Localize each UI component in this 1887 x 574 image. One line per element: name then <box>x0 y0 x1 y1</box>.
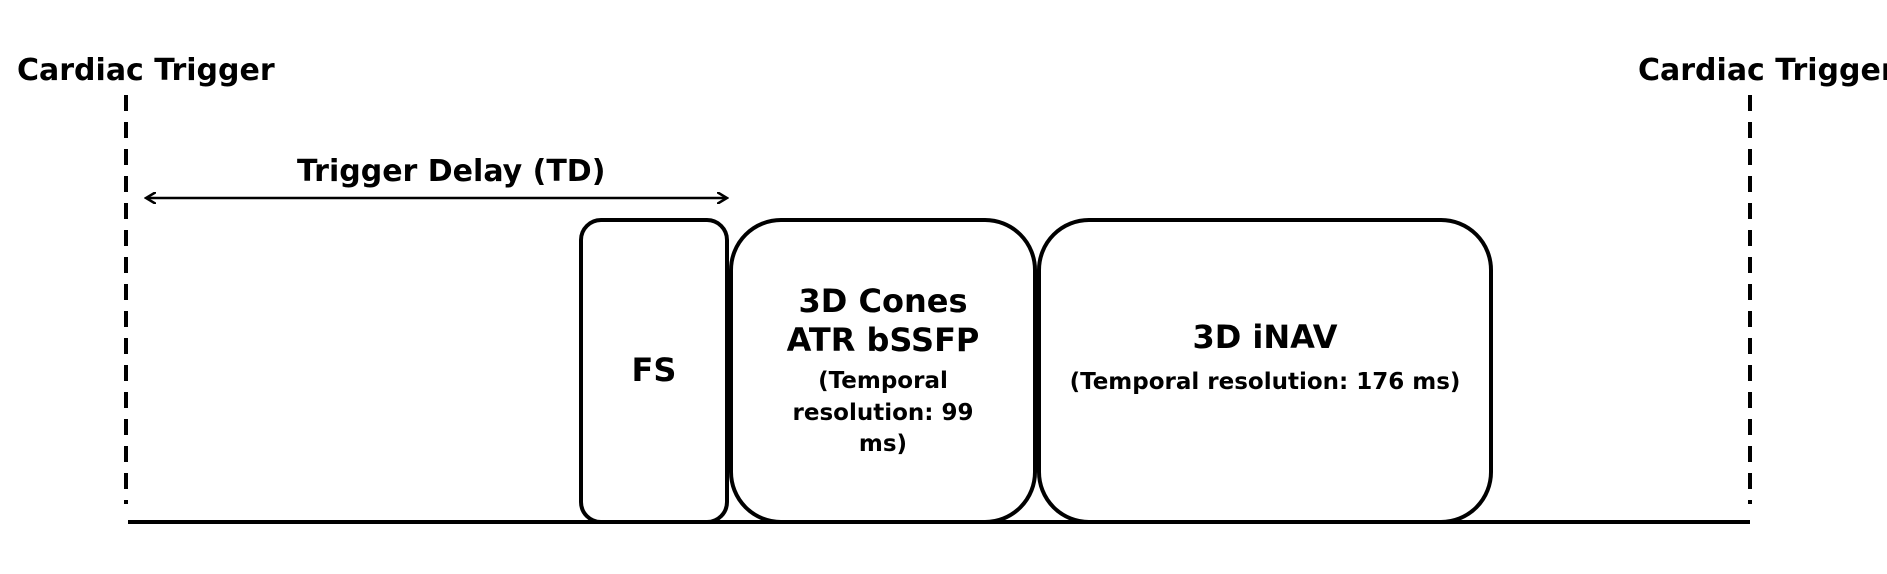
fs-block: FS <box>579 218 729 524</box>
right-trigger-label: Cardiac Trigger <box>1638 53 1887 88</box>
fs-block-title: FS <box>631 351 677 390</box>
left-trigger-label: Cardiac Trigger <box>17 53 275 88</box>
inav-block-subtitle: (Temporal resolution: 176 ms) <box>1069 369 1461 396</box>
cones-block-subtitle: (Temporal resolution: 99 ms) <box>792 368 974 457</box>
trigger-delay-label: Trigger Delay (TD) <box>297 154 606 189</box>
inav-block: 3D iNAV (Temporal resolution: 176 ms) <box>1037 218 1493 524</box>
cones-bssfp-block: 3D Cones ATR bSSFP (Temporal resolution:… <box>729 218 1037 524</box>
inav-block-title: 3D iNAV <box>1192 318 1338 356</box>
cones-block-title: 3D Cones ATR bSSFP <box>786 282 980 360</box>
